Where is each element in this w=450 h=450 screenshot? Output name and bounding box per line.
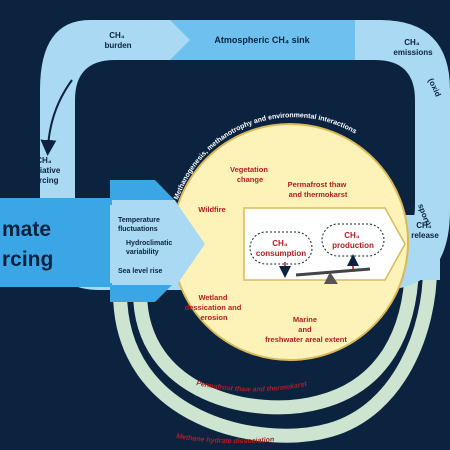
climate-forcing-line2: rcing: [2, 248, 53, 271]
release-arrow: [400, 215, 440, 280]
permafrost-feedback-arc: [133, 261, 419, 415]
consumption-label: CH₄ consumption: [256, 239, 306, 258]
seesaw-pivot: [324, 272, 338, 284]
hydrate-feedback-arc: [113, 261, 437, 443]
atmospheric-sink-label: Atmospheric CH₄ sink: [214, 35, 310, 45]
wetland-label: Wetland dessication and erosion: [185, 293, 244, 322]
wildfire-label: Wildfire: [198, 205, 225, 214]
ch4-release-label: CH₄ release: [411, 221, 439, 240]
atmospheric-sink-band: [170, 20, 355, 60]
driver-hydroclimatic: Hydroclimatic variability: [126, 240, 174, 256]
driver-temperature: Temperature fluctuations: [118, 217, 162, 233]
ch4-emissions-label: CH₄ emissions: [393, 38, 433, 57]
driver-sea-level: Sea level rise: [118, 268, 162, 275]
radiative-forcing-label: CH₄ radiative forcing: [27, 156, 62, 185]
production-label: CH₄ production: [332, 231, 374, 250]
burden-to-forcing-arrow: [40, 79, 73, 156]
vegetation-change-label: Vegetation change: [230, 165, 270, 184]
permafrost-inner-label: Permafrost thaw and thermokarst: [288, 180, 349, 199]
ch4-burden-label: CH₄ burden: [104, 31, 131, 50]
climate-forcing-line1: mate: [2, 218, 51, 241]
marine-label: Marine and freshwater areal extent: [265, 315, 347, 344]
balance-box: [243, 207, 406, 281]
seesaw-beam: [295, 267, 371, 277]
